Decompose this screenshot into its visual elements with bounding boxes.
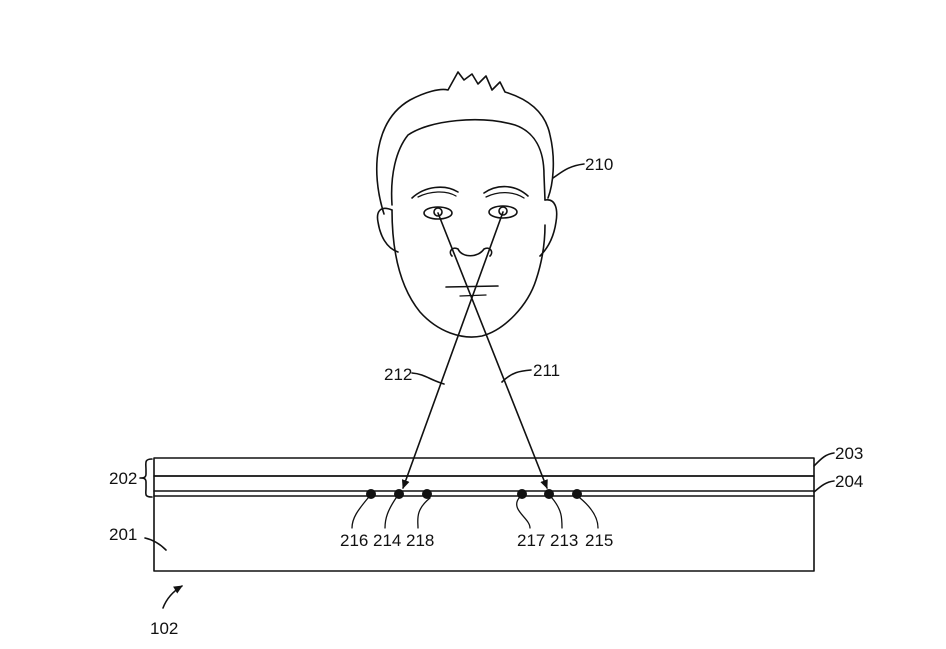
leader-217 [516, 497, 531, 529]
label-218: 218 [406, 531, 434, 550]
leader-215 [579, 497, 599, 529]
left-eyebrow-lower [417, 191, 457, 198]
leader-201 [144, 537, 167, 551]
label-214: 214 [373, 531, 401, 550]
point-213 [544, 489, 554, 499]
leader-204 [813, 480, 835, 493]
left-ear [376, 207, 399, 253]
pixel-points [366, 489, 582, 499]
left-eye [423, 206, 453, 220]
right-pupil [498, 206, 508, 216]
left-eyebrow [411, 186, 459, 199]
right-eyebrow-lower [485, 191, 525, 199]
stack-brace [139, 458, 153, 498]
jaw-outline [391, 209, 546, 338]
label-203: 203 [835, 444, 863, 463]
leader-102 [162, 585, 183, 609]
substrate-201 [153, 475, 815, 572]
point-215 [572, 489, 582, 499]
leader-211 [501, 369, 532, 383]
point-218 [422, 489, 432, 499]
label-201: 201 [109, 525, 137, 544]
label-213: 213 [550, 531, 578, 550]
label-217: 217 [517, 531, 545, 550]
sight-ray-211 [437, 212, 548, 489]
hairline [390, 119, 546, 206]
label-204: 204 [835, 472, 863, 491]
nose [449, 247, 493, 257]
leader-212 [411, 372, 445, 385]
label-216: 216 [340, 531, 368, 550]
label-102: 102 [150, 619, 178, 638]
left-pupil [433, 207, 443, 217]
leader-213 [551, 497, 563, 529]
mouth [445, 285, 499, 288]
layer-203 [153, 457, 815, 477]
label-202: 202 [109, 469, 137, 488]
leader-214 [384, 497, 397, 529]
right-eyebrow [483, 185, 529, 197]
leader-203 [813, 452, 835, 467]
point-216 [366, 489, 376, 499]
point-214 [394, 489, 404, 499]
label-215: 215 [585, 531, 613, 550]
label-212: 212 [384, 365, 412, 384]
point-leaders [351, 497, 599, 529]
sight-ray-212 [401, 211, 504, 489]
head-outline [375, 71, 555, 215]
face-drawing [375, 71, 558, 338]
label-210: 210 [585, 155, 613, 174]
point-217 [517, 489, 527, 499]
leader-210 [552, 163, 585, 179]
right-eye [488, 205, 518, 219]
leader-218 [417, 497, 431, 529]
leader-216 [351, 497, 369, 529]
right-ear [539, 199, 558, 257]
label-211: 211 [533, 361, 560, 380]
